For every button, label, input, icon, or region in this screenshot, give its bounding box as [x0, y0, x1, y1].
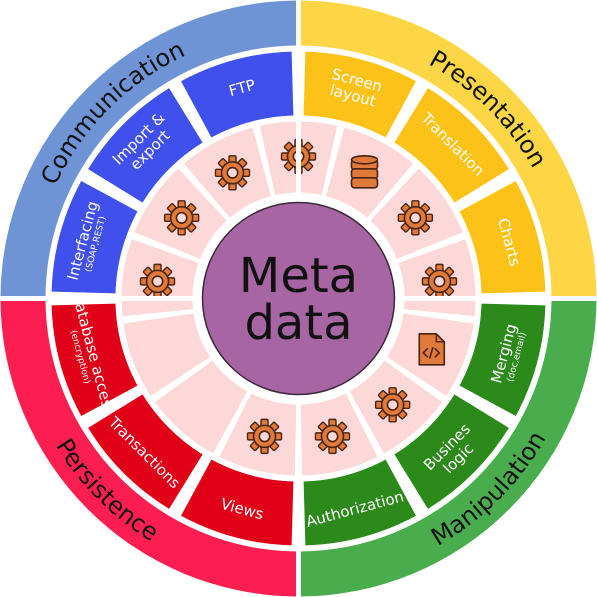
segment-communication-2: [181, 51, 294, 138]
gear-icon: [139, 263, 176, 300]
quadrant-communication: [0, 0, 299, 299]
center-line-2: data: [244, 295, 352, 351]
gear-icon: [214, 155, 251, 191]
segment-communication-0: [51, 181, 138, 294]
gear-icon: [246, 418, 283, 455]
gear-icon: [374, 387, 411, 423]
segment-presentation-2: [459, 181, 546, 294]
segment-manipulation-2: [303, 459, 416, 546]
code-file-icon: [418, 333, 446, 366]
segment-manipulation-1: [394, 394, 509, 509]
gear-icon: [314, 418, 351, 455]
gear-icon: [397, 200, 434, 236]
segment-persistence-0: [181, 459, 294, 546]
segment-manipulation-0: [459, 303, 546, 416]
segment-persistence-1: [88, 394, 203, 509]
quadrant-manipulation: [298, 298, 597, 597]
quadrant-persistence: [0, 298, 299, 597]
inner-cell-12: [119, 313, 211, 399]
gear-icon: [421, 263, 458, 300]
ring-gap: [115, 115, 482, 482]
center-metadata: Meta data: [201, 201, 396, 396]
segment-presentation-1: [394, 88, 509, 203]
segment-persistence-2: [51, 303, 138, 416]
center-circle: [201, 201, 396, 396]
quadrant-presentation: [298, 0, 597, 299]
gear-icon: [163, 200, 200, 236]
segment-presentation-0: [303, 51, 416, 138]
database-icon: [350, 154, 379, 189]
center-line-1: Meta: [239, 248, 358, 304]
inner-cell-11: [151, 360, 248, 457]
segment-communication-1: [88, 88, 203, 203]
